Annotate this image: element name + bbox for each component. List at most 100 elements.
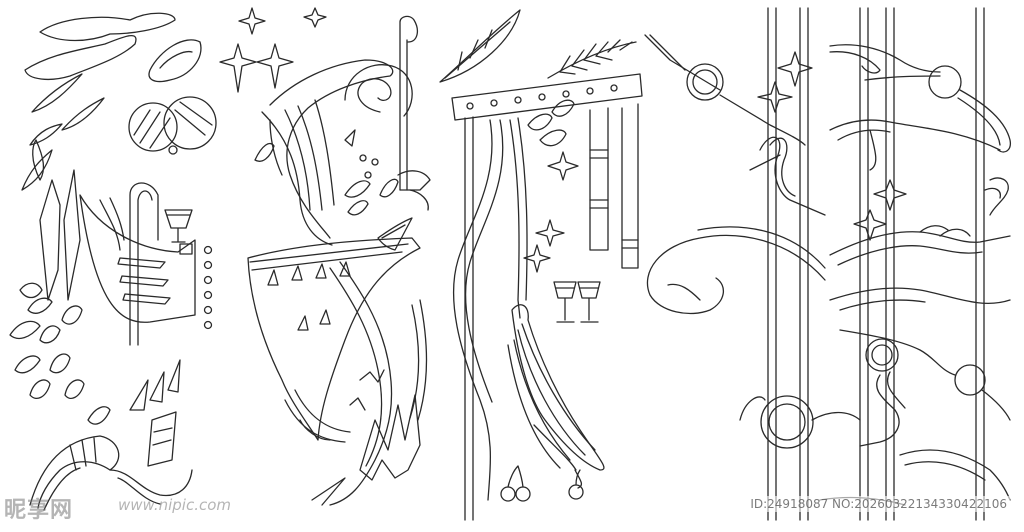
ship-flame: [291, 265, 303, 281]
bracket: [649, 34, 806, 146]
spike-shape: [39, 179, 61, 301]
ribbon: [517, 117, 528, 301]
sail: [377, 217, 413, 251]
zigzag: [359, 369, 385, 383]
beam-dot: [610, 84, 618, 92]
ball-stripe: [139, 111, 161, 144]
leaf-shape: [9, 320, 41, 340]
wave-band: [899, 449, 1011, 501]
dot: [203, 290, 213, 300]
leaf-shape: [29, 379, 51, 399]
tail-line: [513, 339, 571, 461]
panel-1-leaves-and-flag: [9, 12, 217, 511]
zigzag: [349, 397, 366, 411]
wave-band: [829, 119, 1001, 151]
dot: [359, 154, 367, 162]
s-curve: [859, 374, 900, 447]
panel-3-arch-and-ribbon: [439, 9, 643, 521]
leaf-stroke: [29, 123, 63, 146]
ship-flame: [319, 309, 331, 325]
column: [589, 107, 609, 251]
ring-ball: [692, 69, 718, 95]
dot: [371, 158, 379, 166]
horn-arc: [117, 477, 161, 505]
wave-band: [864, 75, 941, 81]
cloud-inner: [159, 50, 193, 69]
wave-band: [939, 228, 971, 237]
sheet-line: [153, 427, 173, 433]
wave-band: [904, 461, 986, 481]
s-curve: [886, 371, 906, 409]
wave-line: [297, 105, 323, 211]
ribbon: [464, 119, 504, 403]
flag-body: [79, 194, 196, 323]
zigzag: [299, 419, 331, 441]
beam-dot: [466, 102, 474, 110]
cherry: [568, 484, 584, 500]
big-wave: [261, 111, 333, 246]
flag-pole: [129, 182, 159, 346]
fern-leaf: [559, 55, 613, 75]
panel-4-stave-and-balls: [644, 7, 1011, 521]
wave-band: [829, 287, 1011, 304]
ball-stripe: [179, 101, 213, 126]
ring-ball: [768, 403, 806, 441]
wave-band: [739, 396, 766, 421]
horn-shape: [43, 467, 81, 511]
flag-stripe: [117, 257, 166, 269]
star-icon: [777, 51, 813, 87]
spike-shape: [63, 169, 81, 301]
cloud-shape: [148, 39, 202, 83]
wave-band: [829, 51, 881, 74]
small-bubble: [168, 145, 178, 155]
horn-arc: [109, 469, 193, 497]
feather: [439, 9, 521, 83]
leaf-shape: [64, 379, 85, 399]
star-icon: [523, 244, 551, 273]
ship-band: [251, 251, 403, 271]
flag-tab: [179, 243, 193, 255]
flag-stripe: [119, 275, 169, 287]
sheet-line: [152, 439, 172, 446]
ring-ball: [686, 63, 724, 101]
star-icon: [547, 151, 579, 181]
cherry-stem: [575, 469, 581, 486]
wave-line: [284, 109, 311, 211]
dot: [203, 260, 213, 270]
ship-flame: [315, 263, 327, 279]
wave-stroke: [109, 197, 125, 241]
wave-line: [314, 99, 335, 206]
tail-line: [517, 329, 586, 456]
wine-glass: [577, 281, 601, 323]
dot: [203, 275, 213, 285]
ribbon: [452, 119, 493, 501]
beam-dot: [562, 90, 570, 98]
star-icon: [873, 179, 907, 211]
wave-stroke: [99, 199, 121, 251]
cherry-stem: [507, 465, 524, 488]
beam-dot: [490, 99, 498, 107]
ribbon: [294, 389, 351, 433]
leaf-shape: [14, 355, 41, 374]
feather: [379, 178, 399, 198]
leaf-shape: [27, 297, 53, 314]
star-icon: [853, 209, 887, 241]
wave-band: [811, 411, 861, 421]
leaf-stroke: [61, 97, 105, 131]
star-icon: [256, 43, 294, 89]
swirl: [344, 64, 413, 117]
panel-2-music-note-wave: [219, 7, 431, 506]
wave-band: [759, 136, 826, 216]
ball-stripe: [133, 109, 151, 136]
star-icon: [757, 81, 793, 113]
spike-shape: [167, 359, 181, 393]
leaf-stroke: [31, 73, 83, 113]
leaf-shape: [19, 282, 43, 299]
sail-line: [381, 224, 406, 239]
swirl: [697, 226, 826, 269]
swirl: [646, 234, 826, 315]
wave-band: [989, 177, 1009, 216]
solid-ball: [954, 364, 986, 396]
leaf-stroke: [21, 149, 53, 191]
